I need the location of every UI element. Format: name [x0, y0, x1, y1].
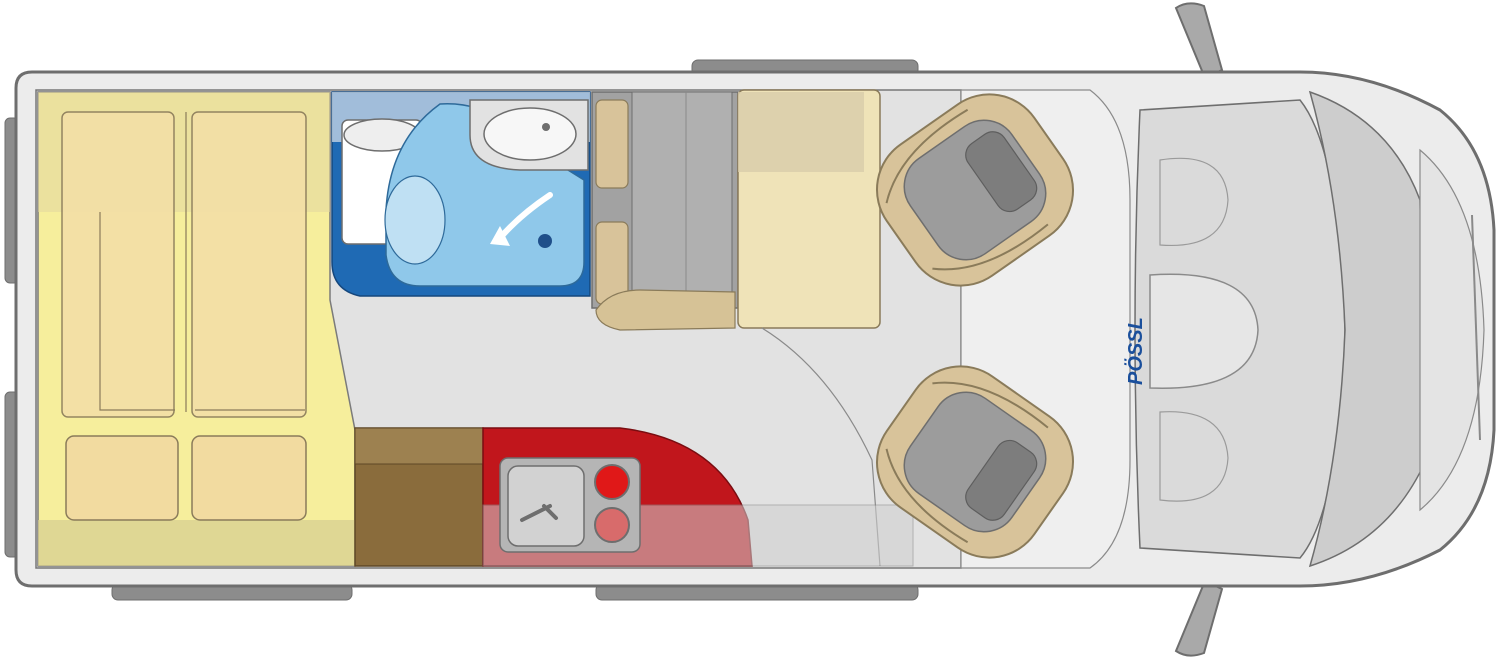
dinette-table [737, 89, 881, 329]
mattress-cushion [65, 435, 179, 521]
hood [1419, 148, 1485, 512]
bench-cushion [595, 99, 629, 189]
dashboard [1134, 90, 1485, 568]
bathroom [331, 91, 591, 297]
table-extension [738, 92, 864, 172]
bed-fold-line [99, 112, 305, 412]
mattress-left [61, 111, 175, 418]
brand-logo: PÖSSL [1124, 317, 1147, 385]
steering-wheel-icon [1149, 273, 1259, 389]
kitchen-cabinet-top [354, 427, 484, 465]
rear-bed [37, 91, 356, 567]
swivel-seat-icon [875, 93, 1075, 287]
shower-drain [538, 234, 552, 248]
brand-logo-text: PÖSSL [1124, 317, 1147, 385]
side-mirror-icon [1174, 2, 1224, 80]
side-mirror-icon [1174, 579, 1224, 657]
bench-armrest [595, 289, 736, 331]
burner-icon [594, 464, 630, 500]
bed-overlay-bottom [38, 520, 355, 566]
washbasin-icon [469, 99, 589, 171]
kitchen [354, 427, 914, 567]
mattress-right [191, 111, 307, 418]
faucet-icon [520, 504, 558, 522]
burner-icon [594, 507, 630, 543]
windshield [1308, 90, 1427, 568]
mattress-cushion [191, 435, 307, 521]
dinette-bench [591, 91, 739, 331]
swivel-seat-icon [875, 365, 1075, 559]
aisle-edge [761, 327, 881, 567]
bench-seat [631, 91, 733, 309]
